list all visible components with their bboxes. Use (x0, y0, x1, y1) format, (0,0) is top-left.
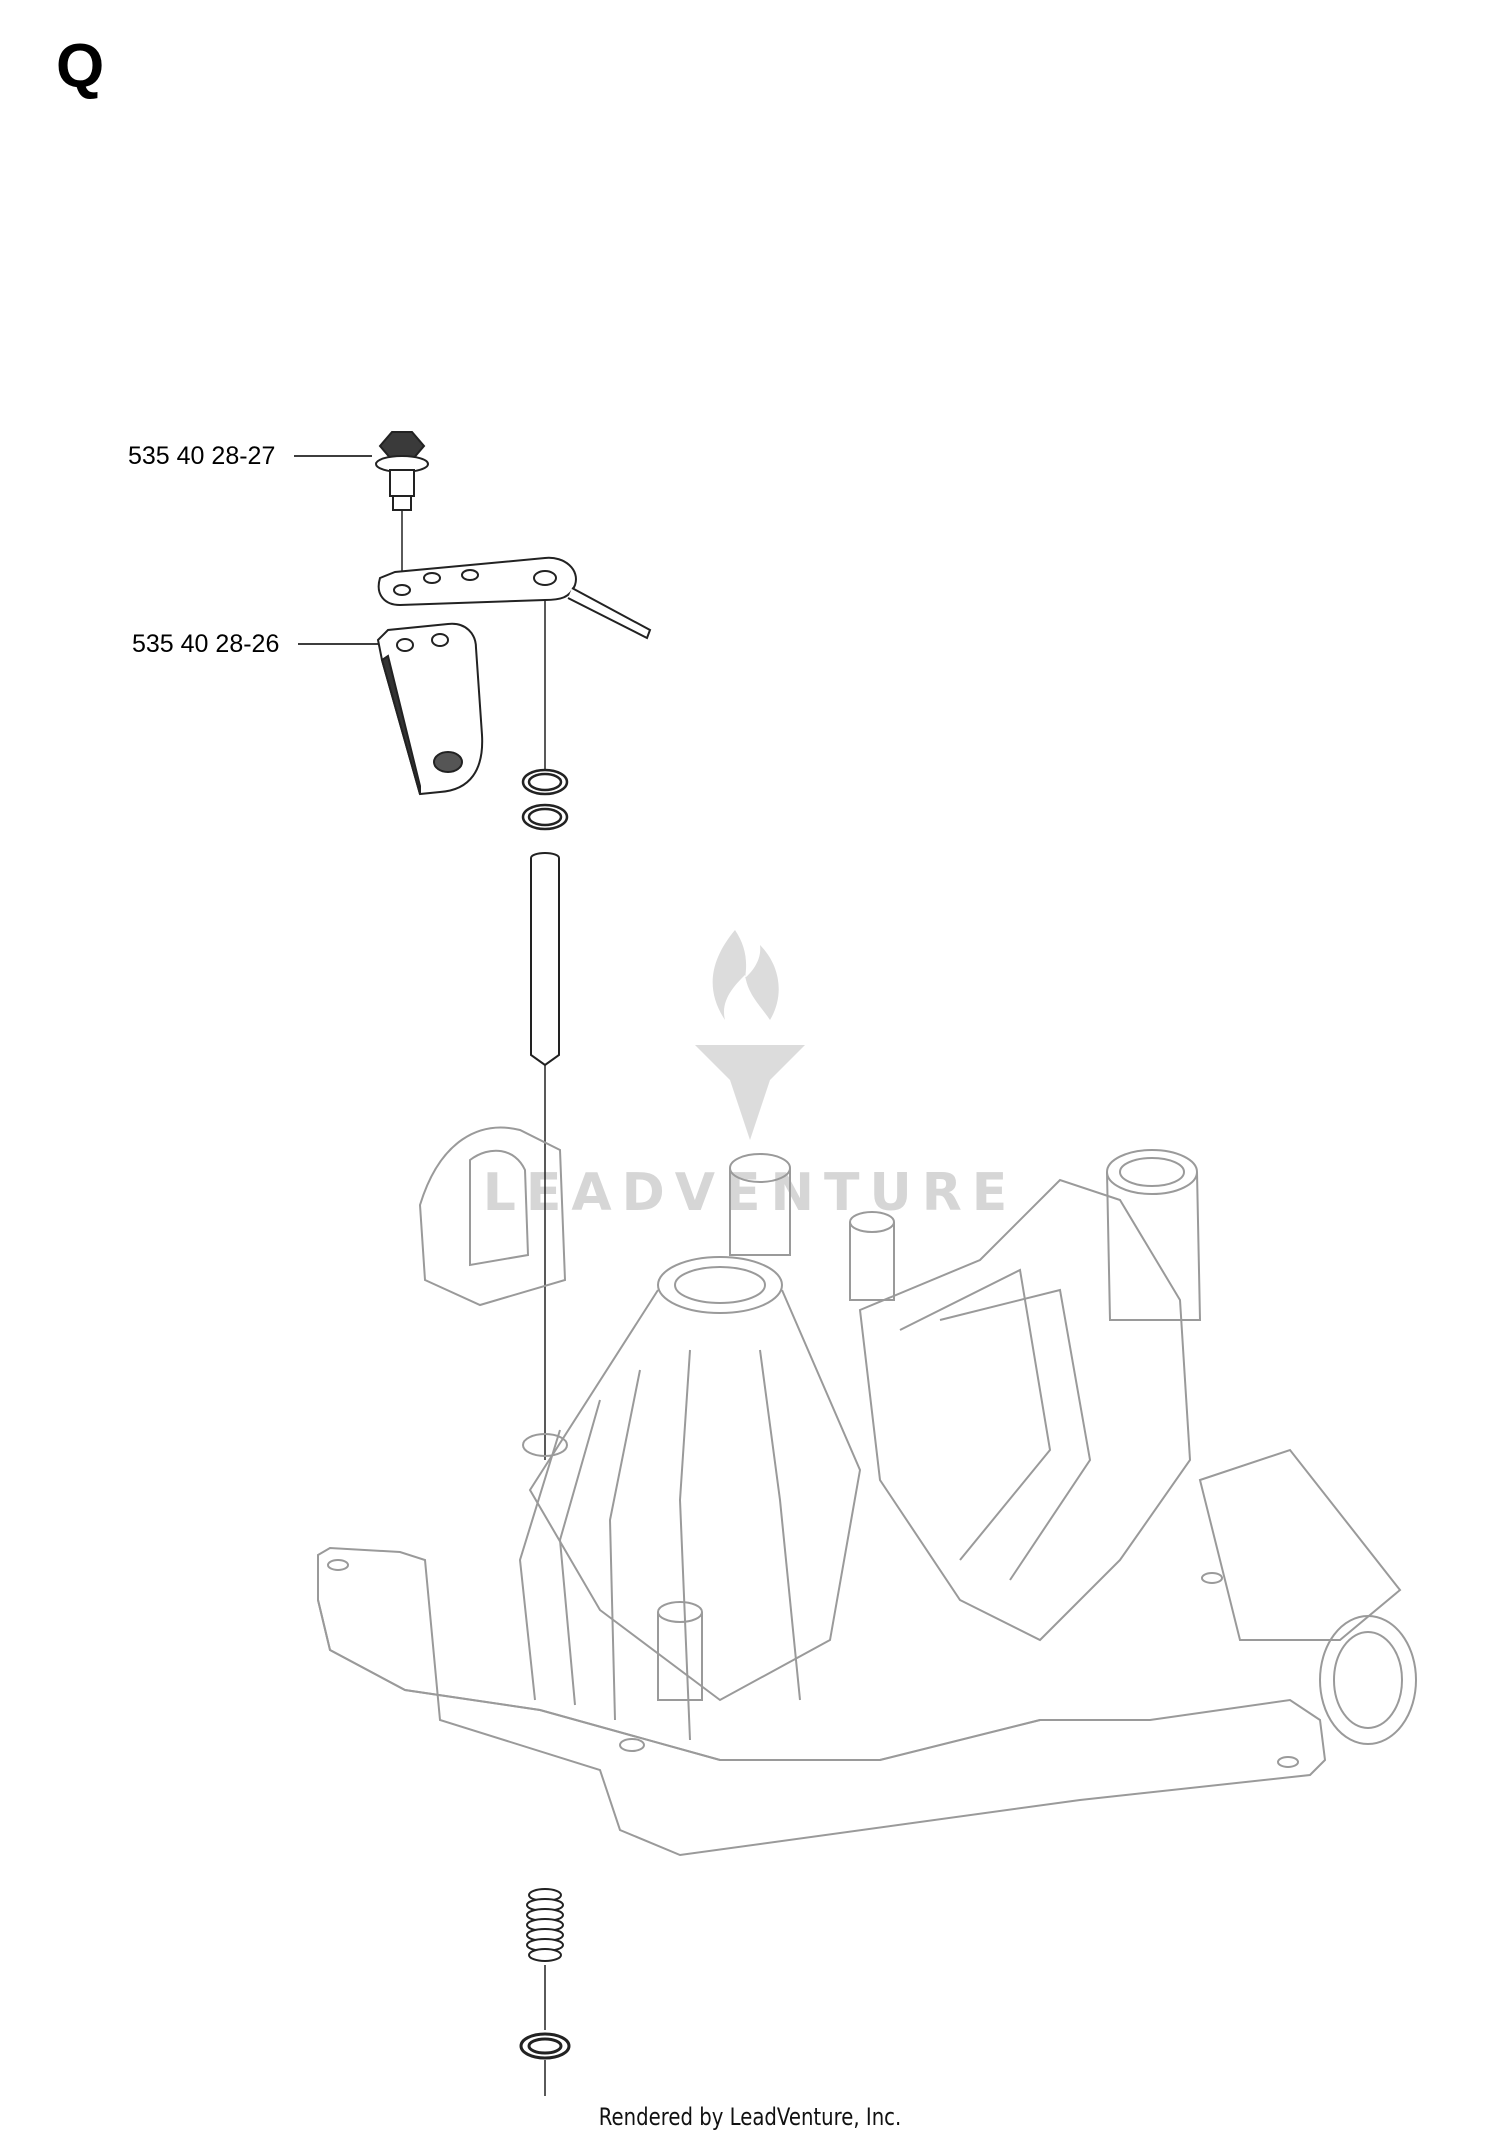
o-ring-upper (521, 768, 569, 796)
bracket-plate (376, 622, 484, 796)
watermark-text: LEADVENTURE (483, 1163, 1018, 1223)
leadventure-watermark: LEADVENTURE (483, 930, 1018, 1223)
control-shaft (530, 852, 560, 1460)
retaining-ring (519, 2032, 571, 2096)
transmission-housing (317, 1126, 1417, 1857)
section-letter: Q (56, 32, 105, 101)
lever-arm (377, 556, 652, 770)
v-logo-icon (695, 1045, 805, 1140)
footer-credit: Rendered by LeadVenture, Inc. (598, 2103, 902, 2131)
hex-flange-bolt (375, 431, 429, 578)
flame-logo-icon (712, 930, 779, 1020)
part-number-label: 535 40 28-27 (128, 442, 275, 470)
part-number-label: 535 40 28-26 (132, 630, 279, 658)
callout-bracket: 535 40 28-26 (132, 630, 392, 658)
o-ring-lower (521, 803, 569, 831)
compression-spring (526, 1888, 564, 2030)
callout-bolt: 535 40 28-27 (128, 442, 372, 470)
